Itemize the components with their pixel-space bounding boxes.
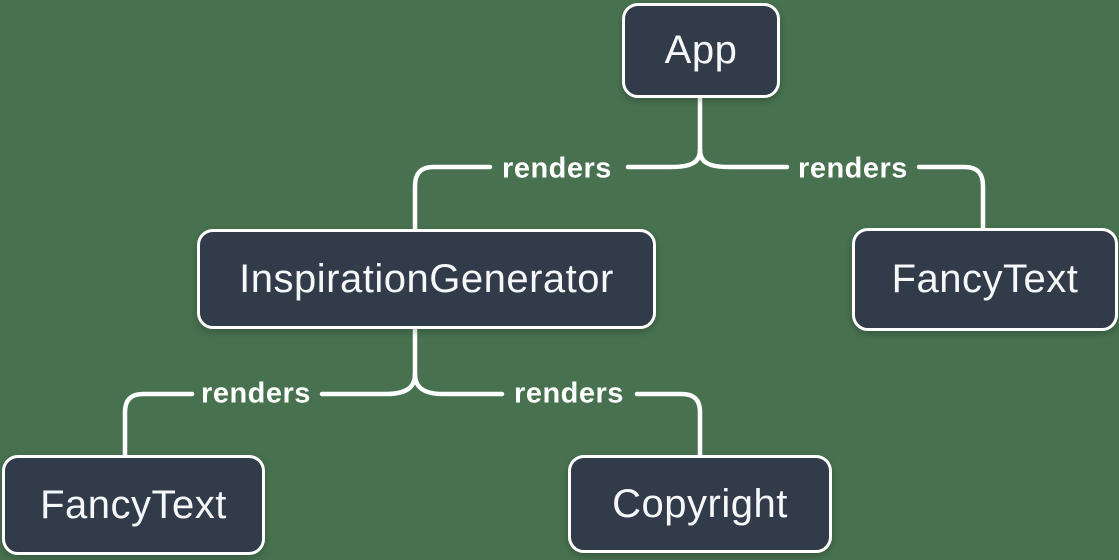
edge-inspirationgenerator-fancytext-line-b	[122, 391, 195, 458]
edge-label-app-fancytext: renders	[798, 152, 908, 185]
node-fancy-text-bottom-label: FancyText	[40, 482, 227, 527]
edge-inspirationgenerator-copyright-line-a	[412, 371, 505, 397]
node-fancy-text-bottom: FancyText	[2, 455, 265, 555]
node-copyright: Copyright	[568, 455, 832, 553]
edge-app-fancytext-line-b	[916, 164, 986, 231]
node-copyright-label: Copyright	[612, 481, 788, 526]
edge-inspirationgenerator-fancytext-line-a	[319, 371, 418, 397]
edge-label-app-inspirationgenerator: renders	[502, 152, 612, 185]
node-inspiration-generator-label: InspirationGenerator	[239, 256, 614, 301]
node-fancy-text-top: FancyText	[852, 228, 1118, 331]
edge-app-inspirationgenerator-line-a	[625, 147, 703, 170]
node-fancy-text-top-label: FancyText	[891, 257, 1079, 301]
edge-app-inspirationgenerator-line-b	[412, 164, 493, 232]
node-app-label: App	[664, 28, 738, 72]
edge-label-inspirationgenerator-copyright: renders	[514, 377, 624, 410]
edge-label-inspirationgenerator-fancytext: renders	[201, 377, 311, 410]
edge-inspirationgenerator-copyright-line-b	[634, 391, 703, 458]
node-inspiration-generator: InspirationGenerator	[197, 229, 656, 329]
node-app: App	[622, 3, 780, 98]
edge-app-fancytext-line-a	[697, 147, 790, 170]
